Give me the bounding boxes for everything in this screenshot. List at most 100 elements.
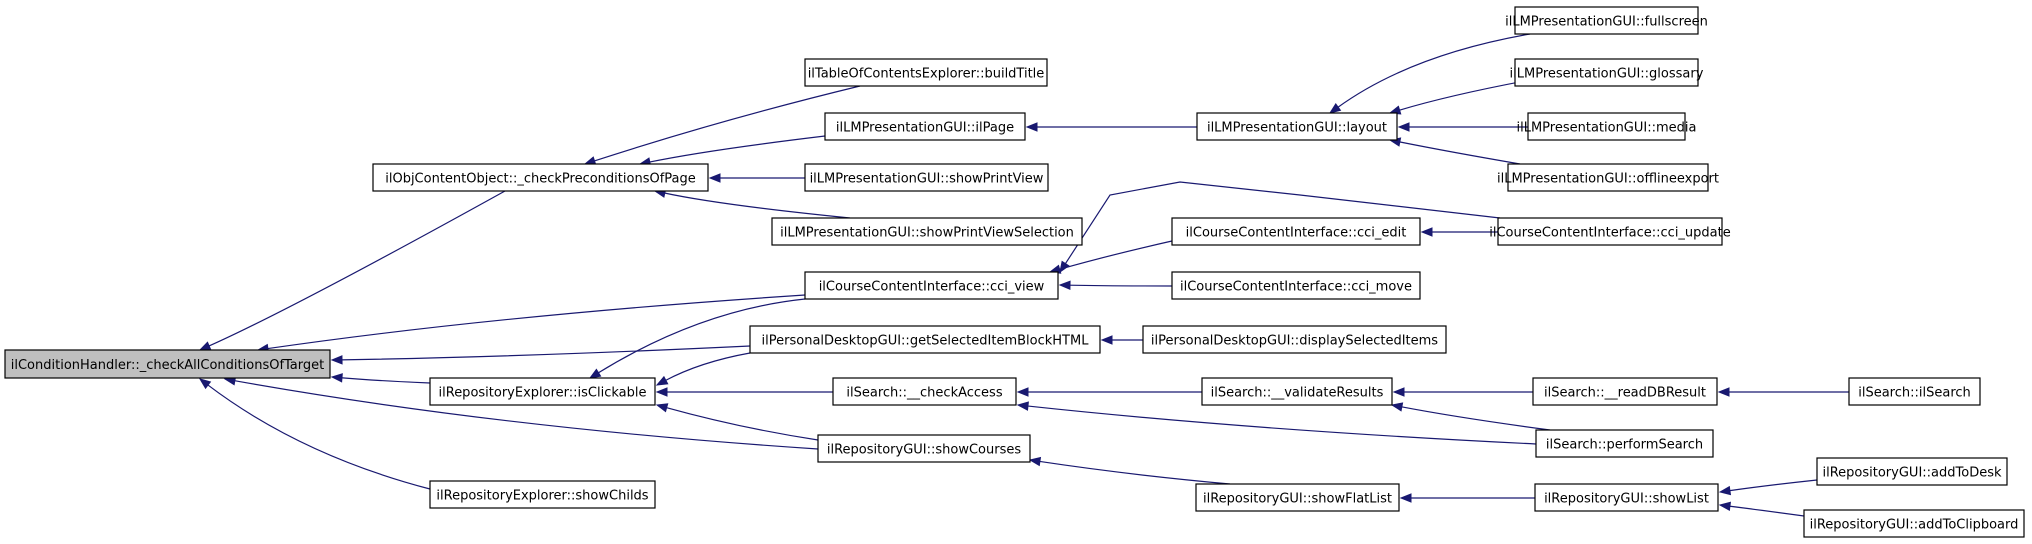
arrowhead-n9-to-n1: [708, 173, 721, 183]
node-label: ilRepositoryExplorer::showChilds: [436, 489, 648, 504]
edge-n15-to-n11: [1398, 141, 1521, 165]
graph-node-n1[interactable]: ilObjContentObject::_checkPreconditionsO…: [372, 163, 709, 192]
arrowhead-n2-to-n4: [588, 368, 602, 379]
edge-n10-to-n1: [663, 192, 851, 219]
arrowhead-n1-to-n0: [198, 341, 212, 351]
node-box[interactable]: [804, 58, 1048, 87]
edge-n6-to-n0: [206, 383, 431, 490]
graph-node-n12[interactable]: ilLMPresentationGUI::fullscreen: [1505, 6, 1708, 35]
edge-n2-to-n4: [597, 298, 806, 374]
node-label: ilConditionHandler::_checkAllConditionsO…: [11, 358, 325, 373]
arrowhead-n21-to-n20: [1016, 387, 1029, 397]
graph-node-n26[interactable]: ilRepositoryGUI::showList: [1534, 483, 1719, 512]
node-box[interactable]: [1195, 483, 1400, 512]
graph-node-n20[interactable]: ilSearch::__checkAccess: [832, 377, 1017, 406]
node-box[interactable]: [429, 480, 656, 509]
graph-node-n23[interactable]: ilSearch::ilSearch: [1848, 377, 1981, 406]
graph-node-n18[interactable]: ilCourseContentInterface::cci_move: [1171, 271, 1421, 300]
node-box[interactable]: [832, 377, 1017, 406]
edge-n5-to-n0: [233, 379, 819, 450]
node-box[interactable]: [4, 349, 331, 379]
edge-n17-to-n2: [1064, 181, 1501, 265]
node-box[interactable]: [1535, 429, 1714, 458]
graph-node-n22[interactable]: ilSearch::__readDBResult: [1532, 377, 1718, 406]
node-box[interactable]: [1514, 58, 1699, 87]
graph-node-n3[interactable]: ilPersonalDesktopGUI::getSelectedItemBlo…: [749, 325, 1101, 354]
graph-node-n16[interactable]: ilCourseContentInterface::cci_edit: [1171, 217, 1421, 246]
node-box[interactable]: [1142, 325, 1447, 354]
node-box[interactable]: [1803, 509, 2025, 538]
graph-node-n5[interactable]: ilRepositoryGUI::showCourses: [817, 434, 1031, 463]
graph-node-n0[interactable]: ilConditionHandler::_checkAllConditionsO…: [4, 349, 331, 379]
graph-node-n4[interactable]: ilRepositoryExplorer::isClickable: [429, 377, 656, 406]
graph-node-n15[interactable]: ilLMPresentationGUI::offlineexport: [1497, 163, 1719, 192]
graph-node-n25[interactable]: ilRepositoryGUI::showFlatList: [1195, 483, 1400, 512]
arrowhead-n24-to-n20: [1016, 401, 1029, 411]
node-box[interactable]: [1816, 457, 2008, 486]
node-box[interactable]: [1507, 163, 1709, 192]
graph-node-n21[interactable]: ilSearch::__validateResults: [1201, 377, 1393, 406]
graph-node-n10[interactable]: ilLMPresentationGUI::showPrintViewSelect…: [771, 217, 1083, 246]
edge-n4-to-n0: [340, 377, 431, 384]
node-box[interactable]: [372, 163, 709, 192]
edge-n12-to-n11: [1336, 33, 1531, 109]
graph-node-n28[interactable]: ilRepositoryGUI::addToClipboard: [1803, 509, 2025, 538]
node-label: ilSearch::__readDBResult: [1544, 386, 1706, 401]
node-box[interactable]: [771, 217, 1083, 246]
edge-n27-to-n26: [1728, 479, 1818, 492]
edge-n2-to-n0: [266, 294, 806, 350]
arrowhead-n6-to-n0: [198, 378, 212, 390]
graph-node-n14[interactable]: ilLMPresentationGUI::media: [1516, 112, 1697, 141]
node-label: ilCourseContentInterface::cci_edit: [1186, 226, 1407, 241]
node-box[interactable]: [429, 377, 656, 406]
graph-node-n8[interactable]: ilLMPresentationGUI::ilPage: [824, 112, 1026, 141]
node-box[interactable]: [1527, 112, 1686, 141]
node-box[interactable]: [804, 163, 1049, 192]
node-label: ilSearch::performSearch: [1546, 438, 1703, 453]
arrowhead-n12-to-n11: [1328, 103, 1342, 114]
node-box[interactable]: [1171, 271, 1421, 300]
node-label: ilSearch::__checkAccess: [846, 386, 1002, 401]
node-label: ilLMPresentationGUI::layout: [1207, 121, 1387, 136]
arrowhead-n17-to-n2: [1059, 260, 1070, 274]
graph-node-n6[interactable]: ilRepositoryExplorer::showChilds: [429, 480, 656, 509]
graph-node-n24[interactable]: ilSearch::performSearch: [1535, 429, 1714, 458]
graph-node-n7[interactable]: ilTableOfContentsExplorer::buildTitle: [804, 58, 1048, 87]
arrowhead-n23-to-n22: [1717, 387, 1730, 397]
graph-node-n2[interactable]: ilCourseContentInterface::cci_view: [804, 271, 1059, 300]
edge-n28-to-n26: [1728, 505, 1805, 517]
arrowhead-n3-to-n0: [330, 355, 343, 365]
node-box[interactable]: [1848, 377, 1981, 406]
edge-n18-to-n2: [1068, 284, 1173, 287]
node-box[interactable]: [804, 271, 1059, 300]
node-box[interactable]: [1497, 217, 1723, 246]
node-label: ilCourseContentInterface::cci_move: [1180, 280, 1412, 295]
graph-node-n13[interactable]: ilLMPresentationGUI::glossary: [1510, 58, 1704, 87]
graph-node-n19[interactable]: ilPersonalDesktopGUI::displaySelectedIte…: [1142, 325, 1447, 354]
arrowhead-n22-to-n21: [1392, 387, 1405, 397]
graph-node-n11[interactable]: ilLMPresentationGUI::layout: [1196, 112, 1398, 141]
graph-node-n27[interactable]: ilRepositoryGUI::addToDesk: [1816, 457, 2008, 486]
graph-node-n9[interactable]: ilLMPresentationGUI::showPrintView: [804, 163, 1049, 192]
arrowhead-n18-to-n2: [1058, 280, 1071, 290]
node-box[interactable]: [1534, 483, 1719, 512]
node-label: ilRepositoryGUI::addToClipboard: [1810, 518, 2019, 533]
node-box[interactable]: [749, 325, 1101, 354]
node-box[interactable]: [1514, 6, 1699, 35]
arrowhead-n11-to-n8: [1025, 122, 1038, 132]
arrowhead-n20-to-n4: [655, 387, 668, 397]
arrowhead-n28-to-n26: [1718, 501, 1732, 512]
arrowhead-n17-to-n16: [1420, 227, 1433, 237]
node-label: ilLMPresentationGUI::fullscreen: [1505, 15, 1708, 30]
node-box[interactable]: [824, 112, 1026, 141]
node-box[interactable]: [1201, 377, 1393, 406]
node-label: ilObjContentObject::_checkPreconditionsO…: [385, 172, 696, 187]
node-box[interactable]: [1171, 217, 1421, 246]
edge-n5-to-n4: [665, 406, 819, 441]
node-box[interactable]: [817, 434, 1031, 463]
graph-node-n17[interactable]: ilCourseContentInterface::cci_update: [1489, 217, 1731, 246]
node-box[interactable]: [1532, 377, 1718, 406]
node-box[interactable]: [1196, 112, 1398, 141]
edge-n25-to-n5: [1038, 460, 1231, 485]
